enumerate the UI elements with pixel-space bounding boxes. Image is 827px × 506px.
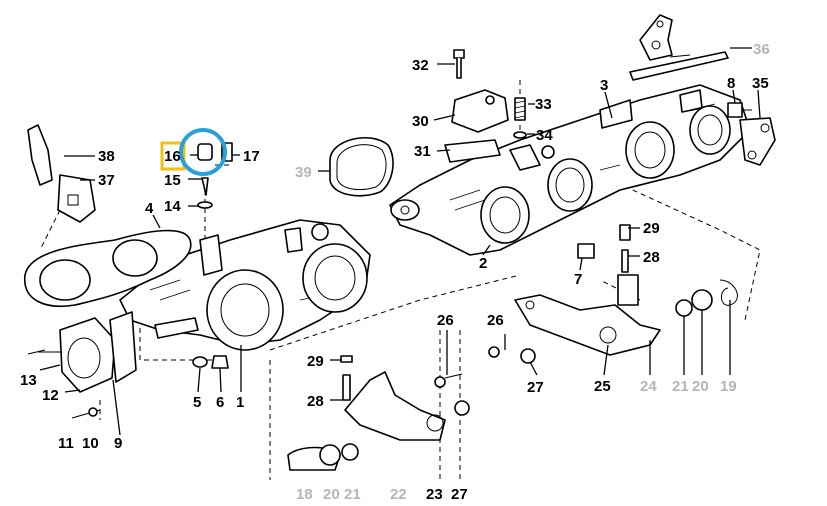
label-37: 37 bbox=[98, 172, 115, 189]
label-26-left: 26 bbox=[437, 312, 454, 329]
label-6: 6 bbox=[216, 394, 224, 411]
label-27-right: 27 bbox=[527, 379, 544, 396]
upper-manifold bbox=[389, 84, 776, 256]
label-36: 36 bbox=[753, 41, 770, 58]
highlight-circle bbox=[179, 128, 227, 176]
callout-labels: 32 33 30 34 31 3 8 35 36 38 37 16 17 15 … bbox=[20, 41, 770, 503]
label-38: 38 bbox=[98, 148, 115, 165]
label-18: 18 bbox=[296, 486, 313, 503]
label-30: 30 bbox=[412, 113, 429, 130]
label-21-right: 21 bbox=[672, 378, 689, 395]
label-33: 33 bbox=[535, 96, 552, 113]
label-20-lower: 20 bbox=[323, 486, 340, 503]
lower-manifold bbox=[119, 219, 371, 351]
label-29-upper: 29 bbox=[643, 220, 660, 237]
label-34: 34 bbox=[536, 127, 553, 144]
highlight-box bbox=[160, 141, 186, 171]
label-22: 22 bbox=[390, 486, 407, 503]
part-8 bbox=[727, 102, 752, 118]
label-5: 5 bbox=[193, 394, 201, 411]
label-35: 35 bbox=[752, 75, 769, 92]
label-15: 15 bbox=[164, 172, 181, 189]
label-3: 3 bbox=[600, 77, 608, 94]
label-27-lower: 27 bbox=[451, 486, 468, 503]
label-7: 7 bbox=[574, 271, 582, 288]
part-30-31-32-33-34 bbox=[444, 49, 527, 163]
label-14: 14 bbox=[164, 198, 181, 215]
linkage-25 bbox=[514, 224, 738, 356]
label-21-lower: 21 bbox=[344, 486, 361, 503]
label-23: 23 bbox=[426, 486, 443, 503]
label-20-right: 20 bbox=[692, 378, 709, 395]
fasteners bbox=[27, 349, 229, 417]
label-10: 10 bbox=[82, 435, 99, 452]
label-26-right: 26 bbox=[487, 312, 504, 329]
label-28-lower: 28 bbox=[307, 393, 324, 410]
gasket-4 bbox=[24, 229, 192, 307]
label-1: 1 bbox=[236, 394, 244, 411]
label-11: 11 bbox=[58, 435, 74, 452]
label-8: 8 bbox=[727, 75, 735, 92]
label-9: 9 bbox=[114, 435, 122, 452]
gasket-39 bbox=[329, 137, 394, 197]
label-31: 31 bbox=[414, 143, 431, 160]
sensor-37-38 bbox=[27, 124, 96, 223]
label-28-upper: 28 bbox=[643, 249, 660, 266]
label-39: 39 bbox=[295, 164, 312, 181]
label-12: 12 bbox=[42, 387, 59, 404]
label-16: 16 bbox=[164, 148, 181, 165]
label-25: 25 bbox=[594, 378, 611, 395]
label-13: 13 bbox=[20, 372, 37, 389]
label-17: 17 bbox=[243, 148, 260, 165]
bracket-36 bbox=[629, 14, 729, 81]
label-29-lower: 29 bbox=[307, 353, 324, 370]
label-32: 32 bbox=[412, 57, 429, 74]
throttle-body-12 bbox=[38, 311, 137, 419]
label-2: 2 bbox=[479, 255, 487, 272]
label-19: 19 bbox=[720, 378, 737, 395]
label-4: 4 bbox=[145, 200, 154, 217]
linkage-22 bbox=[287, 346, 536, 471]
leader-lines bbox=[39, 47, 761, 436]
label-24: 24 bbox=[640, 378, 657, 395]
